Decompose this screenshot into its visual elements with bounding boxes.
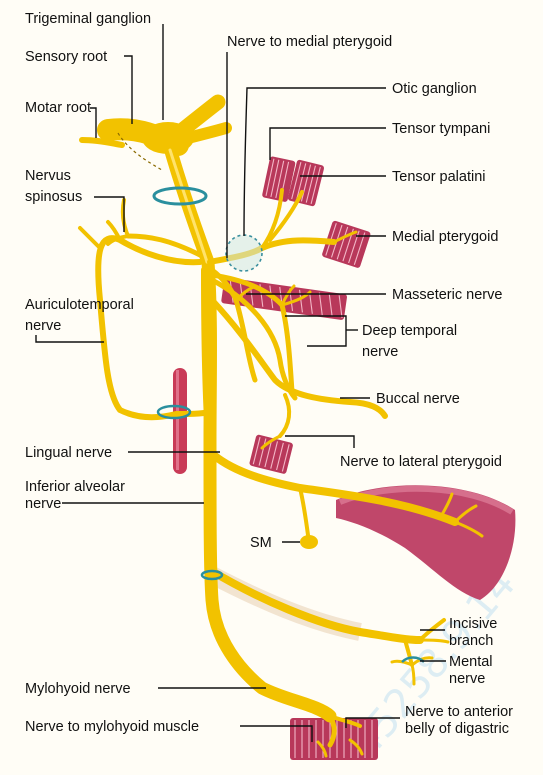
label-medial-pterygoid: Medial pterygoid [392,229,498,245]
label-incisive-1: Incisive [449,616,497,632]
submandibular-ganglion [300,535,318,549]
label-nervus-spinosus-2: spinosus [25,189,82,205]
tongue [336,485,515,600]
auriculotemporal-path [98,238,210,417]
label-sensory-root: Sensory root [25,49,107,65]
label-nervus-spinosus-1: Nervus [25,168,71,184]
label-deep-temporal-2: nerve [362,344,398,360]
blood-vessel [173,368,187,474]
label-lingual-nerve: Lingual nerve [25,445,112,461]
label-incisive-2: branch [449,633,493,649]
label-anterior-digastric-2: belly of digastric [405,721,509,737]
label-tensor-palatini: Tensor palatini [392,169,486,185]
label-anterior-digastric-1: Nerve to anterior [405,704,513,720]
label-otic-ganglion: Otic ganglion [392,81,477,97]
label-trigeminal-ganglion: Trigeminal ganglion [25,11,151,27]
nerve-tree [80,102,482,756]
label-auriculotemporal-2: nerve [25,318,61,334]
label-mental-1: Mental [449,654,493,670]
label-deep-temporal-1: Deep temporal [362,323,457,339]
label-masseteric-nerve: Masseteric nerve [392,287,502,303]
label-nerve-to-mylohyoid-muscle: Nerve to mylohyoid muscle [25,719,199,735]
label-inferior-alveolar-1: Inferior alveolar [25,479,125,495]
otic-ganglion-circle [226,235,262,271]
label-sm: SM [250,535,272,551]
mandibular-trunk [170,148,330,716]
label-mylohyoid-nerve: Mylohyoid nerve [25,681,131,697]
motor-root-nerve [82,140,122,145]
label-buccal-nerve: Buccal nerve [376,391,460,407]
label-motor-root: Motar root [25,100,91,116]
label-auriculotemporal-1: Auriculotemporal [25,297,134,313]
label-nerve-to-lateral-pterygoid: Nerve to lateral pterygoid [340,454,502,470]
label-inferior-alveolar-2: nerve [25,496,61,512]
label-mental-2: nerve [449,671,485,687]
label-tensor-tympani: Tensor tympani [392,121,490,137]
label-nerve-to-medial-pterygoid: Nerve to medial pterygoid [227,34,392,50]
